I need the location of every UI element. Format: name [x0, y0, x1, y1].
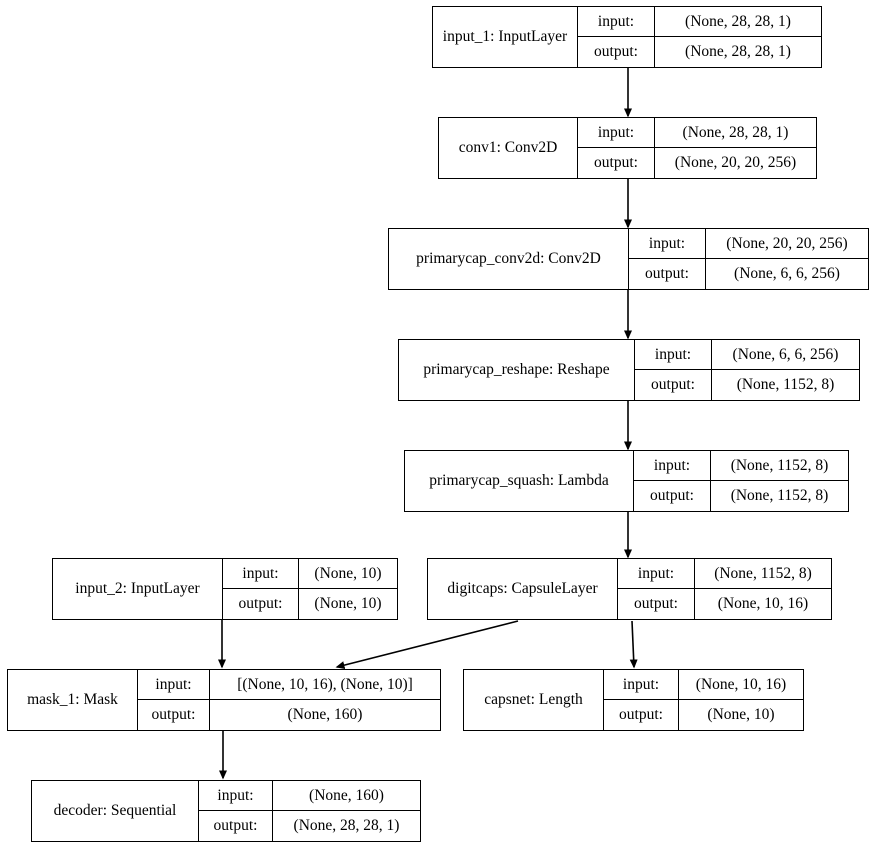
layer-input-row: input: (None, 10) — [223, 559, 397, 589]
layer-name: decoder: Sequential — [32, 781, 199, 841]
edge-digitcaps-to-capsnet — [629, 620, 638, 669]
layer-input-label: input: — [578, 7, 655, 36]
layer-input-shape: (None, 28, 28, 1) — [682, 123, 789, 141]
layer-io-table: input: (None, 28, 28, 1) output: (None, 28,… — [578, 7, 821, 67]
layer-input-shape: (None, 10) — [314, 564, 382, 582]
layer-name: primarycap_squash: Lambda — [405, 451, 634, 511]
layer-io-table: input: [(None, 10, 16), (None, 10)] output… — [138, 670, 440, 730]
layer-output-row: output: (None, 28, 28, 1) — [199, 811, 420, 841]
layer-name: input_1: InputLayer — [433, 7, 578, 67]
layer-input-shape: (None, 20, 20, 256) — [726, 234, 848, 252]
layer-output-row: output: (None, 28, 28, 1) — [578, 37, 821, 67]
layer-io-table: input: (None, 10, 16) output: (None, 10) — [604, 670, 803, 730]
layer-input-row: input: (None, 20, 20, 256) — [629, 229, 868, 259]
layer-output-label: output: — [629, 259, 706, 289]
layer-output-shape: (None, 10) — [314, 595, 382, 612]
layer-input-label: input: — [604, 670, 679, 699]
layer-input-shape: [(None, 10, 16), (None, 10)] — [237, 675, 413, 693]
layer-output-label: output: — [578, 148, 655, 178]
layer-input-shape: (None, 28, 28, 1) — [685, 12, 791, 30]
layer-io-table: input: (None, 28, 28, 1) output: (None, 20,… — [578, 118, 816, 178]
layer-input-shape: (None, 10, 16) — [695, 675, 787, 693]
layer-input-label: input: — [618, 559, 695, 588]
layer-input-shape: (None, 160) — [309, 786, 384, 804]
layer-output-label: output: — [635, 370, 712, 400]
layer-name: primarycap_conv2d: Conv2D — [389, 229, 629, 289]
layer-output-shape: (None, 20, 20, 256) — [674, 154, 797, 171]
layer-output-row: output: (None, 160) — [138, 700, 440, 730]
layer-name: conv1: Conv2D — [439, 118, 578, 178]
layer-output-shape: (None, 6, 6, 256) — [734, 265, 840, 282]
layer-output-row: output: (None, 1152, 8) — [634, 481, 848, 511]
layer-output-shape: (None, 28, 28, 1) — [293, 817, 400, 834]
layer-io-table: input: (None, 10) output: (None, 10) — [223, 559, 397, 619]
layer-input-shape: (None, 6, 6, 256) — [732, 345, 839, 363]
layer-input-label: input: — [199, 781, 273, 810]
layer-input-row: input: [(None, 10, 16), (None, 10)] — [138, 670, 440, 700]
layer-input-row: input: (None, 28, 28, 1) — [578, 7, 821, 37]
layer-output-shape: (None, 1152, 8) — [736, 376, 835, 393]
layer-name: digitcaps: CapsuleLayer — [428, 559, 618, 619]
layer-input-shape: (None, 1152, 8) — [714, 564, 812, 582]
layer-output-label: output: — [618, 589, 695, 619]
layer-input-shape: (None, 1152, 8) — [730, 456, 829, 474]
layer-output-row: output: (None, 10) — [223, 589, 397, 619]
layer-name: input_2: InputLayer — [53, 559, 223, 619]
layer-input-row: input: (None, 1152, 8) — [618, 559, 831, 589]
layer-input-row: input: (None, 160) — [199, 781, 420, 811]
layer-input-label: input: — [629, 229, 706, 258]
layer-output-row: output: (None, 20, 20, 256) — [578, 148, 816, 178]
layer-io-table: input: (None, 20, 20, 256) output: (None, 6… — [629, 229, 868, 289]
layer-io-table: input: (None, 6, 6, 256) output: (None, 115… — [635, 340, 859, 400]
layer-output-row: output: (None, 1152, 8) — [635, 370, 859, 400]
layer-output-shape: (None, 1152, 8) — [730, 487, 829, 504]
layer-io-table: input: (None, 1152, 8) output: (None, 1152,… — [634, 451, 848, 511]
layer-output-label: output: — [604, 700, 679, 730]
layer-output-shape: (None, 160) — [287, 706, 363, 723]
layer-input-label: input: — [634, 451, 711, 480]
layer-input-label: input: — [223, 559, 299, 588]
layer-output-shape: (None, 10) — [707, 706, 775, 723]
layer-output-label: output: — [634, 481, 711, 511]
layer-input-label: input: — [138, 670, 210, 699]
layer-input-row: input: (None, 1152, 8) — [634, 451, 848, 481]
layer-io-table: input: (None, 160) output: (None, 28, 28, 1… — [199, 781, 420, 841]
layer-io-table: input: (None, 1152, 8) output: (None, 10, 1… — [618, 559, 831, 619]
layer-output-label: output: — [138, 700, 210, 730]
layer-input-row: input: (None, 28, 28, 1) — [578, 118, 816, 148]
layer-output-row: output: (None, 10) — [604, 700, 803, 730]
layer-output-label: output: — [199, 811, 273, 841]
layer-name: capsnet: Length — [464, 670, 604, 730]
layer-output-row: output: (None, 6, 6, 256) — [629, 259, 868, 289]
layer-output-label: output: — [223, 589, 299, 619]
layer-output-shape: (None, 10, 16) — [717, 595, 809, 612]
layer-output-shape: (None, 28, 28, 1) — [685, 43, 791, 60]
layer-input-label: input: — [578, 118, 655, 147]
edge-digitcaps-to-mask_1 — [335, 620, 519, 670]
layer-name: mask_1: Mask — [8, 670, 138, 730]
layer-name: primarycap_reshape: Reshape — [399, 340, 635, 400]
layer-output-row: output: (None, 10, 16) — [618, 589, 831, 619]
layer-input-row: input: (None, 6, 6, 256) — [635, 340, 859, 370]
layer-output-label: output: — [578, 37, 655, 67]
layer-input-row: input: (None, 10, 16) — [604, 670, 803, 700]
layer-input-label: input: — [635, 340, 712, 369]
